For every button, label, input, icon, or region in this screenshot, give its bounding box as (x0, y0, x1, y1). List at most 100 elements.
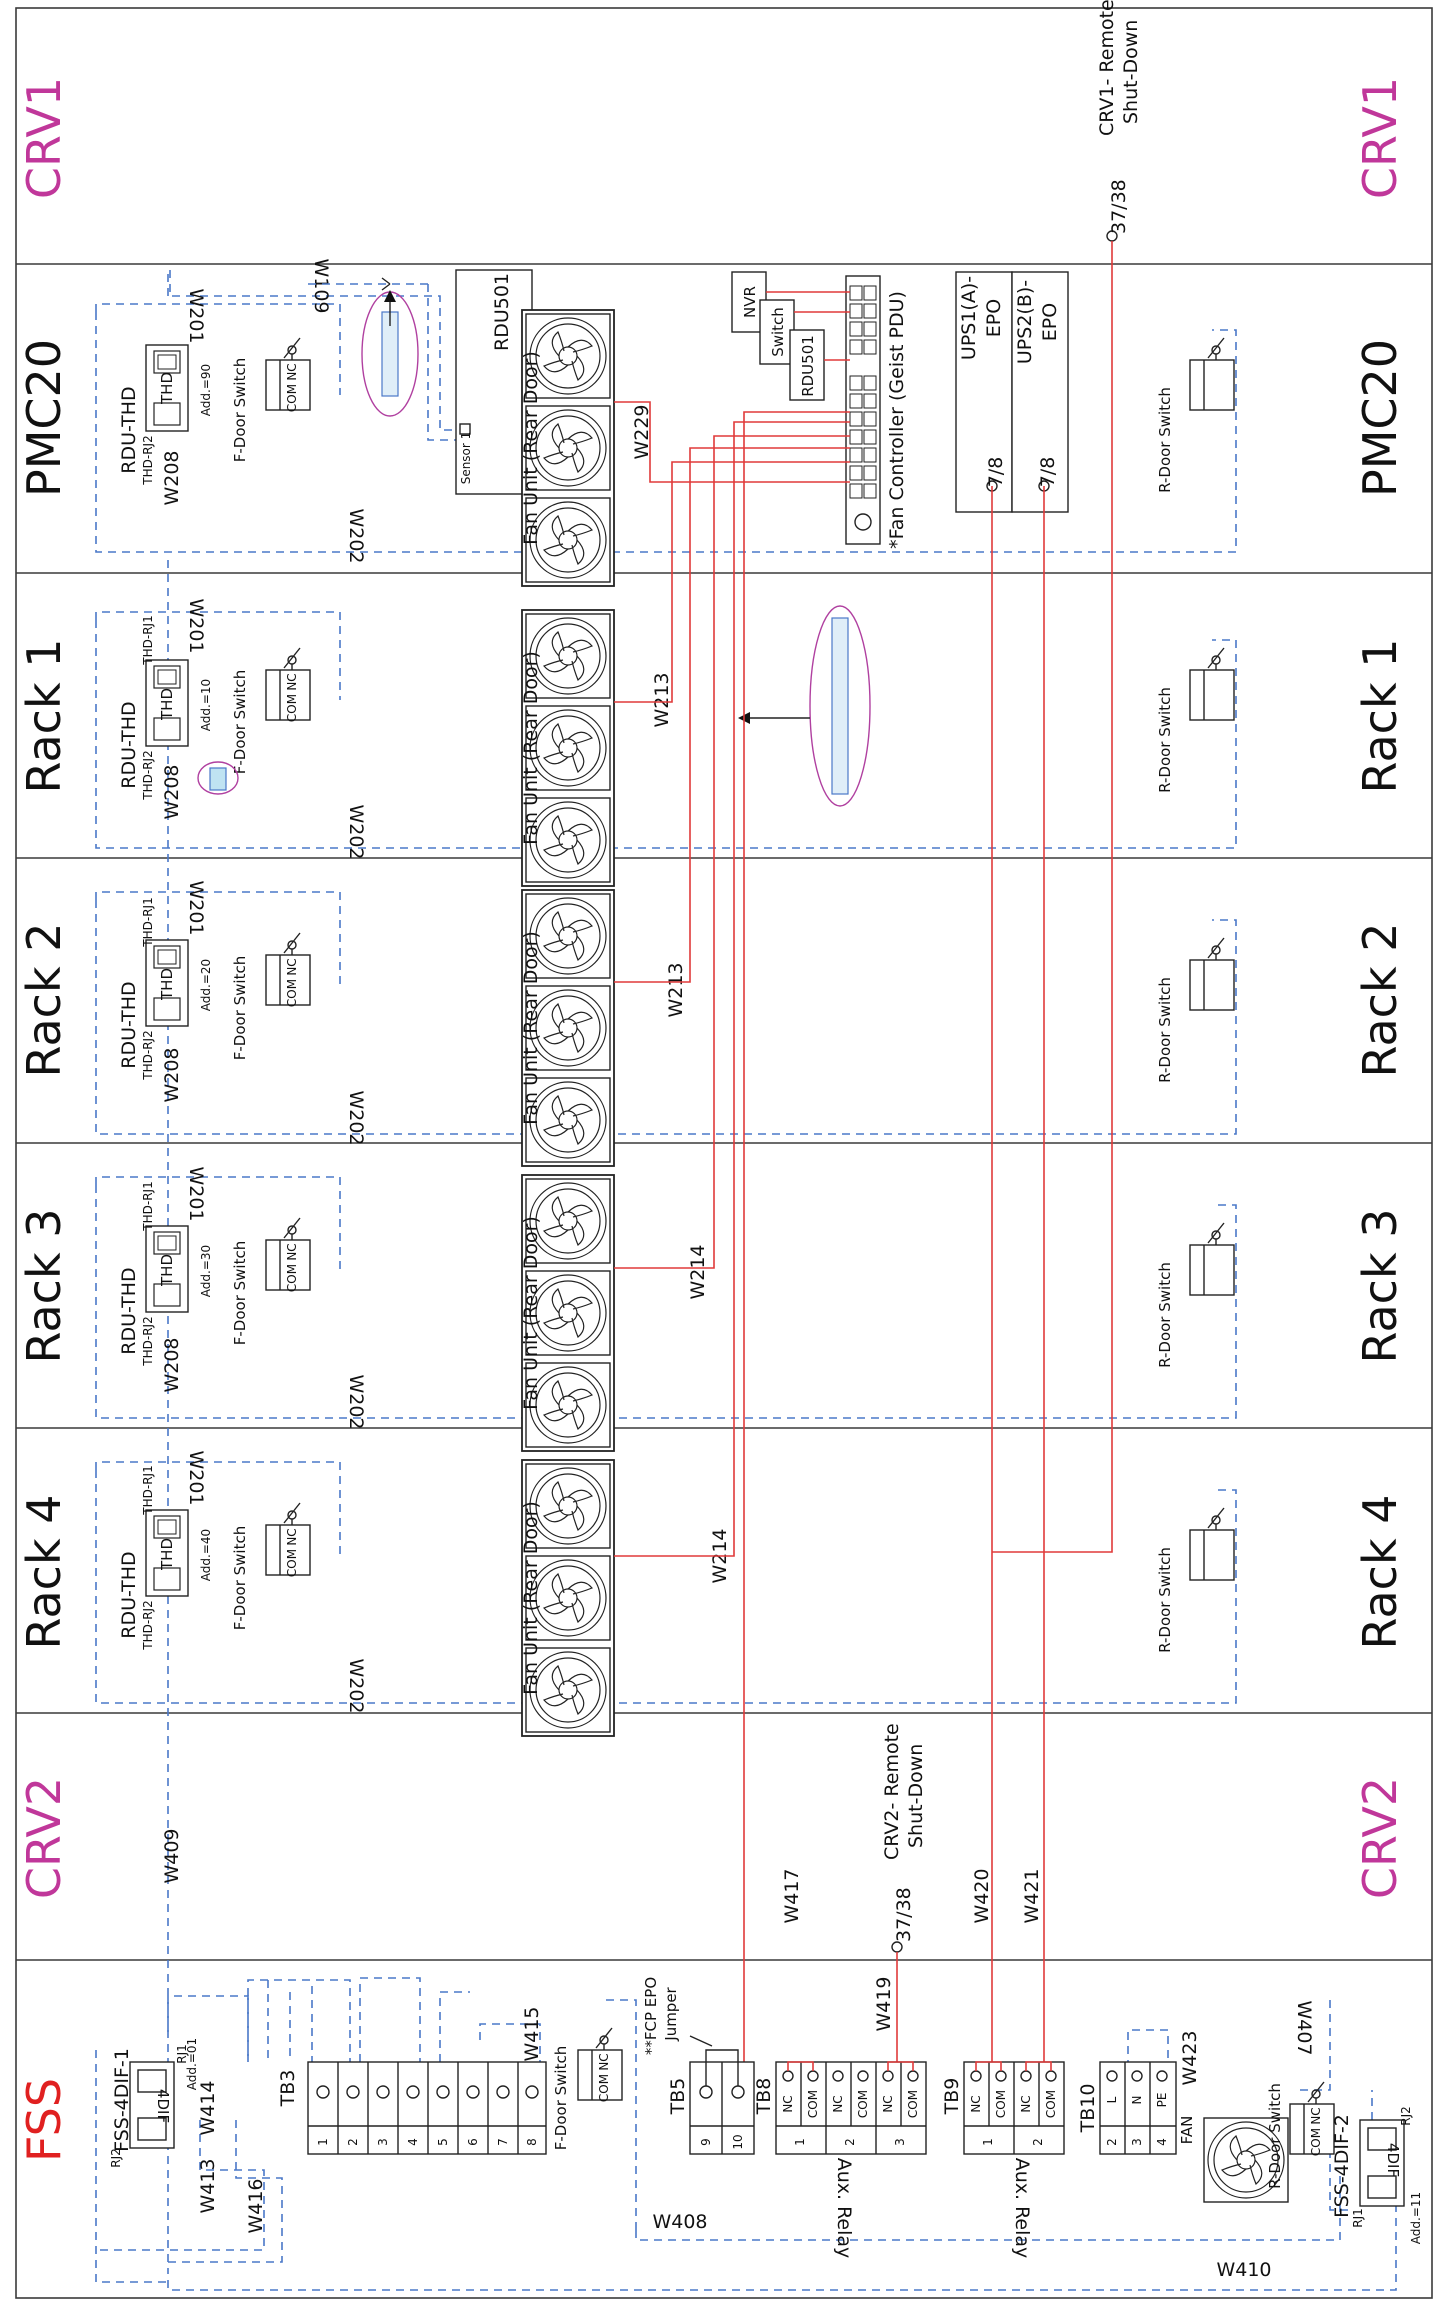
fss-w415: W415 (521, 2006, 543, 2061)
rack1-r-door-switch (1189, 647, 1235, 721)
svg-text:COM: COM (1044, 2090, 1058, 2118)
fss-w423: W423 (1179, 2030, 1201, 2085)
rack3-label-right: Rack 3 (1353, 1209, 1407, 1364)
svg-text:F-Door Switch: F-Door Switch (552, 2046, 570, 2150)
svg-text:RJ2: RJ2 (109, 2148, 123, 2168)
rack2-w213: W213 (665, 962, 687, 1017)
rack1-cable-callout (809, 605, 871, 807)
svg-text:Add.=90: Add.=90 (199, 364, 213, 416)
tb5-label: TB5 (667, 2078, 689, 2116)
svg-text:RJ1: RJ1 (1351, 2208, 1365, 2228)
svg-text:NC: NC (285, 1528, 299, 1545)
svg-text:N: N (1130, 2096, 1144, 2105)
rack2-section: RDU-THD THD THD-RJ1 THD-RJ2 Add.=20 W208… (95, 880, 1237, 1166)
svg-text:PE: PE (1155, 2093, 1169, 2108)
svg-text:Fan Unit (Rear Door): Fan Unit (Rear Door) (520, 1501, 542, 1695)
svg-text:THD: THD (158, 968, 176, 1001)
svg-text:NC: NC (831, 2095, 845, 2112)
svg-text:1: 1 (316, 2138, 330, 2146)
svg-text:3: 3 (1130, 2138, 1144, 2146)
svg-text:5: 5 (436, 2138, 450, 2146)
rack2-label-left: Rack 2 (17, 923, 71, 1078)
svg-text:RDU-THD: RDU-THD (118, 981, 140, 1068)
svg-text:Add.=40: Add.=40 (199, 1529, 213, 1581)
svg-text:Add.=20: Add.=20 (199, 959, 213, 1011)
svg-text:Fan Unit (Rear Door): Fan Unit (Rear Door) (520, 651, 542, 845)
tb9-aux-relay: Aux. Relay (1011, 2158, 1033, 2259)
svg-text:4: 4 (1155, 2138, 1169, 2146)
svg-text:R-Door Switch: R-Door Switch (1156, 687, 1174, 793)
pmc-w208: W208 (161, 450, 183, 505)
svg-text:3: 3 (376, 2138, 390, 2146)
crv2-w421: W421 (1021, 1868, 1043, 1923)
svg-text:THD-RJ1: THD-RJ1 (141, 1181, 155, 1231)
rack4-section: RDU-THD THD THD-RJ1 THD-RJ2 Add.=40 W201… (95, 1450, 1237, 1736)
rack3-w214: W214 (687, 1244, 709, 1299)
svg-text:COM: COM (1309, 2128, 1323, 2156)
svg-text:RDU501: RDU501 (799, 335, 817, 397)
tb3-label: TB3 (277, 2070, 299, 2108)
svg-text:NC: NC (1019, 2095, 1033, 2112)
crv2-w417: W417 (781, 1868, 803, 1923)
fss-w407: W407 (1293, 2000, 1315, 2055)
svg-text:Add.=01: Add.=01 (185, 2038, 199, 2090)
svg-text:COM: COM (994, 2090, 1008, 2118)
svg-text:THD: THD (158, 1538, 176, 1571)
svg-text:Add.=11: Add.=11 (1409, 2192, 1423, 2244)
svg-text:Fan Unit (Rear Door): Fan Unit (Rear Door) (520, 931, 542, 1125)
fss-w414: W414 (197, 2080, 219, 2135)
svg-text:NC: NC (285, 1243, 299, 1260)
rack4-w202: W202 (345, 1658, 367, 1713)
rack1-w201: W201 (185, 598, 207, 653)
svg-text:RDU-THD: RDU-THD (118, 1267, 140, 1354)
diagram-frame (15, 7, 1433, 2299)
svg-text:NC: NC (1309, 2107, 1323, 2124)
svg-text:2: 2 (1105, 2138, 1119, 2146)
pmc-w109: W109 (310, 258, 332, 313)
svg-text:COM: COM (285, 1549, 299, 1577)
pmc20-section: RDU-THD THD THD-RJ2 Add.=90 W208 W201 F-… (95, 258, 1237, 2270)
pmc-w201: W201 (185, 288, 207, 343)
svg-text:NC: NC (881, 2095, 895, 2112)
red-wiring (614, 241, 1113, 2062)
svg-text:Add.=10: Add.=10 (199, 679, 213, 731)
rack1-label-right: Rack 1 (1353, 639, 1407, 794)
crv1-terminal-label: 37/38 (1108, 179, 1130, 234)
crv2-label-right: CRV2 (1353, 1777, 1407, 1899)
tb10-block (1099, 2061, 1177, 2155)
rack3-w201: W201 (185, 1166, 207, 1221)
svg-text:R-Door Switch: R-Door Switch (1156, 977, 1174, 1083)
svg-text:NC: NC (285, 958, 299, 975)
pmc20-label-left: PMC20 (17, 339, 71, 497)
svg-text:NC: NC (597, 2053, 611, 2070)
fss-w408: W408 (652, 2211, 707, 2233)
rack3-w208: W208 (161, 1337, 183, 1392)
fss-w419: W419 (873, 1976, 895, 2031)
crv1-label-left: CRV1 (17, 77, 71, 199)
rdu501-box (455, 269, 533, 495)
crv2-section: W409 W417 W420 W421 37/38 CRV2- Remote S… (161, 1723, 1043, 2062)
rack4-label-left: Rack 4 (17, 1495, 71, 1650)
rack1-w208: W208 (161, 764, 183, 819)
svg-text:COM: COM (285, 384, 299, 412)
svg-text:L: L (1105, 2096, 1119, 2103)
rack2-w201: W201 (185, 880, 207, 935)
fss-section: FSS-4DIF-1 4DIF RJ1 RJ2 Add.=01 W414 W41… (95, 1976, 1423, 2291)
svg-text:R-Door Switch: R-Door Switch (1156, 1547, 1174, 1653)
fss-w416: W416 (245, 2178, 267, 2233)
svg-text:8: 8 (525, 2138, 539, 2146)
svg-text:F-Door Switch: F-Door Switch (231, 1241, 249, 1345)
crv2-w409: W409 (161, 1828, 183, 1883)
rack1-section: RDU-THD THD THD-RJ1 THD-RJ2 Add.=10 W208… (95, 598, 1237, 886)
svg-text:COM: COM (285, 694, 299, 722)
rack4-r-door-switch (1189, 1507, 1235, 1581)
svg-text:Fan Unit (Rear Door): Fan Unit (Rear Door) (520, 351, 542, 545)
svg-text:2: 2 (843, 2138, 857, 2146)
svg-text:NC: NC (285, 363, 299, 380)
svg-text:FSS-4DIF-2: FSS-4DIF-2 (1331, 2114, 1353, 2218)
tb3-block (307, 2061, 547, 2155)
svg-text:COM: COM (285, 1264, 299, 1292)
rack4-w201: W201 (185, 1450, 207, 1505)
svg-text:RDU-THD: RDU-THD (118, 701, 140, 788)
